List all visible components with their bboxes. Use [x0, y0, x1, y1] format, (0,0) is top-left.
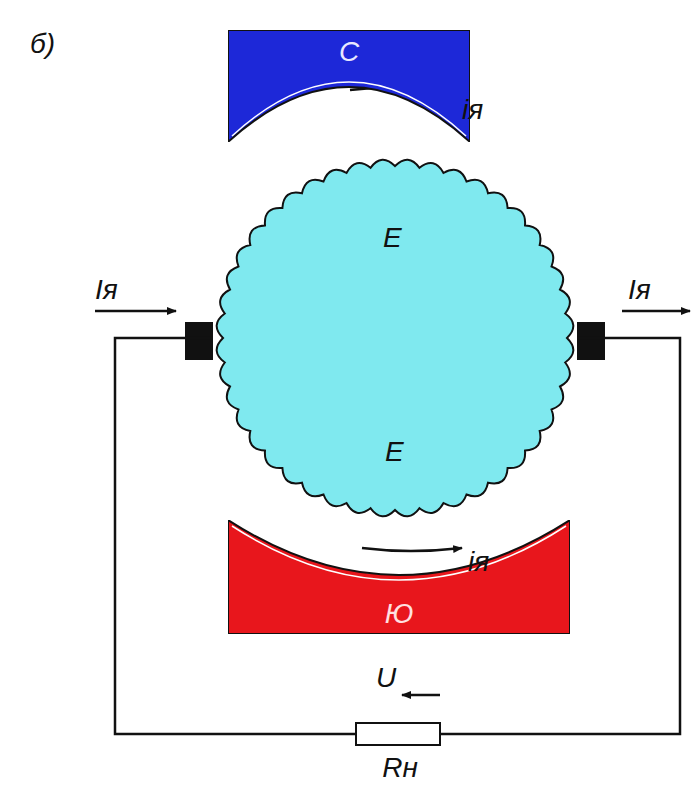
current-arrow [362, 548, 462, 551]
brush [577, 322, 605, 360]
north-pole: С [228, 30, 470, 142]
brush [185, 322, 213, 360]
current-label: Iя [628, 276, 651, 304]
figure-letter: б) [30, 30, 55, 58]
current-label: iя [468, 548, 489, 576]
current-arrow [95, 310, 176, 313]
voltage-arrow [402, 694, 440, 697]
node-text: E [385, 438, 404, 466]
current-label: iя [462, 96, 483, 124]
armature-shape [213, 152, 577, 524]
armature: EE [213, 152, 577, 524]
load-resistor: Rн [355, 722, 441, 746]
node-text: С [339, 38, 359, 66]
node-text: E [383, 224, 402, 252]
current-arrow [622, 310, 690, 313]
node-text: Ю [385, 600, 414, 628]
current-label: Iя [95, 276, 118, 304]
node-text: Rн [382, 754, 418, 782]
voltage-label: U [376, 664, 396, 692]
south-pole: Ю [228, 520, 570, 634]
